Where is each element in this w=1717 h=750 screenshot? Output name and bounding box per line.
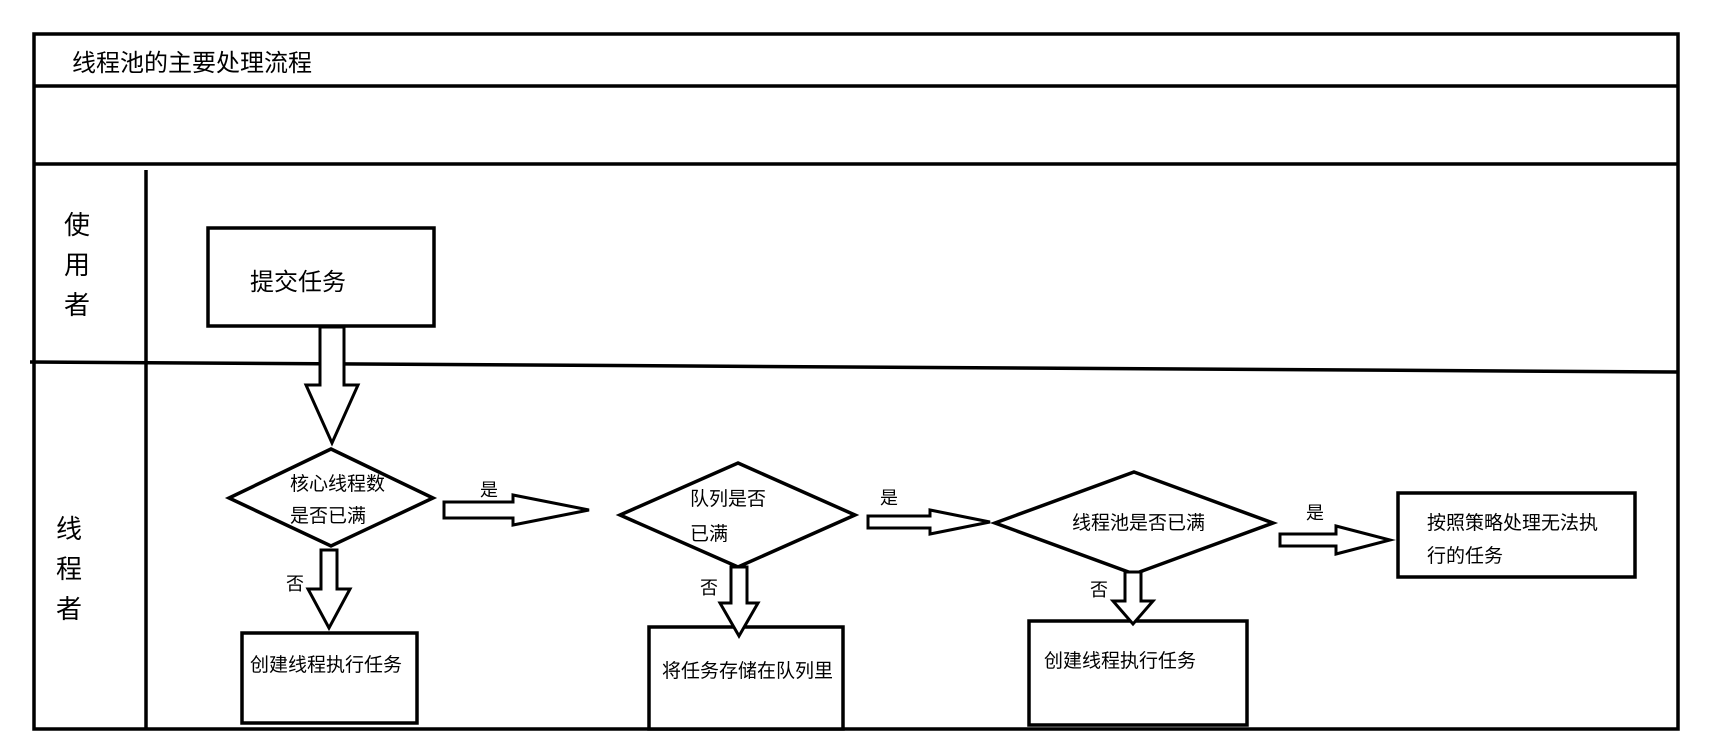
node-reject [1396, 491, 1637, 579]
node-core-check-label: 是否已满 [290, 505, 366, 527]
lane-label-thread: 线 程 者 [56, 515, 82, 625]
node-queue-store-label: 将任务存储在队列里 [662, 660, 833, 682]
lane-thread-char: 者 [56, 595, 82, 625]
arrow-core-no [305, 548, 353, 632]
node-submit-task [206, 226, 436, 328]
node-pool-create [1027, 619, 1249, 727]
lane-thread-char: 线 [56, 515, 82, 545]
lane-divider [29, 360, 1679, 374]
node-reject-label: 按照策略处理无法执 [1427, 512, 1598, 534]
diagram-title: 线程池的主要处理流程 [72, 49, 312, 77]
edge-label-pool-no: 否 [1090, 580, 1108, 601]
node-core-create [240, 631, 419, 725]
swimlane-frame [29, 32, 1680, 731]
arrow-core-yes [442, 493, 590, 527]
arrow-pool-yes [1278, 524, 1396, 556]
node-submit-label: 提交任务 [250, 268, 346, 296]
node-core-check [224, 447, 438, 548]
node-pool-check-label: 线程池是否已满 [1072, 512, 1205, 534]
arrow-submit-to-core [303, 325, 361, 447]
lane-user-char: 使 [64, 211, 90, 241]
node-pool-create-label: 创建线程执行任务 [1044, 650, 1196, 672]
arrow-queue-no [717, 565, 761, 640]
node-queue-check-label: 队列是否 [690, 488, 766, 510]
arrow-pool-no [1109, 570, 1157, 627]
edge-label-queue-yes: 是 [880, 488, 898, 509]
edge-label-pool-yes: 是 [1306, 503, 1324, 524]
node-queue-store [647, 625, 845, 731]
lane-user-char: 者 [64, 291, 90, 321]
edge-label-core-yes: 是 [480, 480, 498, 501]
node-queue-check-label: 已满 [690, 523, 728, 545]
arrow-queue-yes [866, 508, 991, 536]
lane-label-user: 使 用 者 [64, 211, 90, 321]
node-reject-label: 行的任务 [1427, 545, 1503, 567]
edge-label-core-no: 否 [286, 574, 304, 595]
node-core-create-label: 创建线程执行任务 [250, 654, 402, 676]
lane-thread-char: 程 [56, 555, 82, 585]
node-core-check-label: 核心线程数 [290, 473, 385, 495]
lane-user-char: 用 [64, 251, 90, 281]
outer-border [32, 32, 1680, 731]
edge-label-queue-no: 否 [700, 578, 718, 599]
node-queue-check [615, 461, 860, 569]
